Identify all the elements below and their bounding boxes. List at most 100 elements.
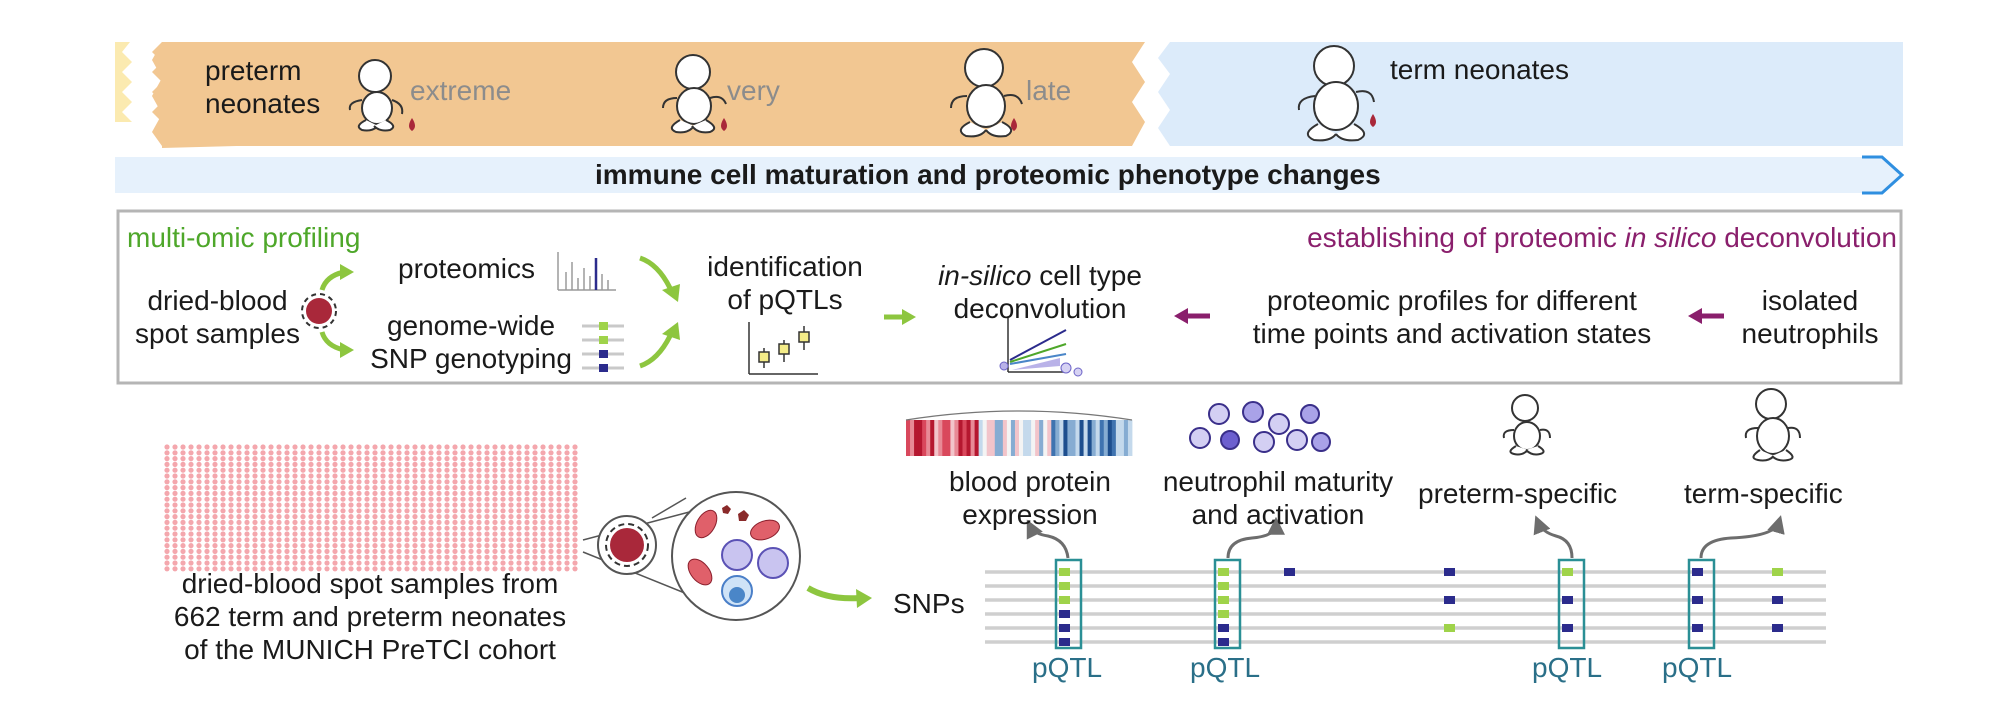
sample-dot — [420, 537, 426, 543]
sample-dot — [172, 543, 178, 549]
blood-spot-zoom-icon — [597, 515, 657, 575]
sample-dot — [404, 496, 410, 502]
sample-dot — [436, 456, 442, 462]
sample-dot — [572, 566, 578, 572]
sample-dot — [340, 566, 346, 572]
sample-dot — [188, 543, 194, 549]
sample-dot — [324, 479, 330, 485]
sample-dot — [476, 537, 482, 543]
sample-dot — [492, 514, 498, 520]
sample-dot — [252, 479, 258, 485]
sample-dot — [292, 525, 298, 531]
sample-dot — [364, 554, 370, 560]
sample-dot — [564, 548, 570, 555]
sample-dot — [220, 473, 226, 479]
sample-dot — [508, 548, 514, 555]
sample-dot — [268, 444, 274, 450]
sample-dot — [284, 479, 290, 485]
sample-dot — [204, 473, 210, 479]
sample-dot — [476, 548, 482, 555]
sample-dot — [436, 490, 442, 496]
sample-dot — [372, 566, 378, 572]
sample-dot — [428, 479, 434, 485]
sample-dot — [556, 566, 562, 572]
sample-dot — [324, 514, 330, 520]
sample-dot — [380, 514, 386, 520]
sample-dot — [572, 450, 578, 456]
sample-dot — [220, 456, 226, 462]
sample-dot — [540, 519, 546, 526]
sample-dot — [500, 502, 506, 508]
baby-icon-preterm-specific — [1502, 394, 1551, 456]
cohort-line3: of the MUNICH PreTCI cohort — [184, 633, 556, 665]
sample-dot — [500, 543, 506, 549]
sample-dot — [260, 502, 266, 508]
sample-dot — [476, 473, 482, 479]
sample-dot — [564, 566, 570, 572]
sample-dot — [164, 450, 170, 456]
heatmap-stripe — [1075, 420, 1080, 456]
sample-dot — [188, 496, 194, 502]
sample-dot — [220, 461, 226, 467]
sample-dot — [396, 560, 402, 566]
sample-dot — [324, 467, 330, 473]
term-neonates-label: term neonates — [1390, 54, 1569, 85]
sample-dot — [324, 531, 330, 537]
dbs-label: dried-blood spot samples — [130, 285, 305, 351]
sample-dot — [228, 508, 234, 514]
sample-dot — [252, 537, 258, 543]
sample-dot — [428, 496, 434, 502]
sample-dot — [172, 496, 178, 502]
sample-dot — [292, 548, 298, 555]
sample-dot — [484, 519, 490, 526]
sample-dot — [268, 502, 274, 508]
sample-dot — [316, 508, 322, 514]
sample-dot — [340, 467, 346, 473]
sample-dot — [308, 467, 314, 473]
sample-dot — [220, 444, 226, 450]
sample-dot — [324, 490, 330, 496]
sample-dot — [244, 519, 250, 526]
sample-dot — [484, 537, 490, 543]
sample-dot — [276, 508, 282, 514]
sample-dot — [356, 566, 362, 572]
sample-dot — [468, 479, 474, 485]
sample-dot — [252, 519, 258, 526]
sample-dot — [436, 496, 442, 502]
sample-dot — [380, 519, 386, 526]
sample-dot — [540, 444, 546, 450]
sample-dot — [388, 450, 394, 456]
deconvolution-italic: in-silico — [938, 260, 1032, 291]
sample-dot — [356, 560, 362, 566]
cohort-line2: 662 term and preterm neonates — [173, 600, 567, 632]
sample-dot — [380, 502, 386, 508]
sample-dot — [420, 490, 426, 496]
sample-dot — [404, 525, 410, 531]
sample-dot — [524, 479, 530, 485]
sample-dot — [436, 519, 442, 526]
sample-dot — [164, 519, 170, 526]
sample-dot — [284, 525, 290, 531]
sample-dot — [452, 566, 458, 572]
sample-dot — [220, 548, 226, 555]
sample-dot — [372, 456, 378, 462]
sample-dot — [268, 543, 274, 549]
sample-dot — [356, 473, 362, 479]
sample-dot — [540, 461, 546, 467]
sample-dot — [188, 508, 194, 514]
sample-dot — [236, 548, 242, 555]
sample-dot — [484, 543, 490, 549]
sample-dot — [340, 548, 346, 555]
sample-dot — [468, 473, 474, 479]
sample-dot — [364, 456, 370, 462]
sample-dot — [252, 456, 258, 462]
sample-dot — [300, 461, 306, 467]
sample-dot — [300, 554, 306, 560]
sample-dot — [380, 560, 386, 566]
sample-dot — [388, 467, 394, 473]
neutrophils-line1: isolated — [1761, 285, 1859, 316]
heatmap-stripe — [918, 420, 923, 456]
sample-dot — [556, 490, 562, 496]
sample-dot — [332, 519, 338, 526]
sample-dot — [196, 566, 202, 572]
